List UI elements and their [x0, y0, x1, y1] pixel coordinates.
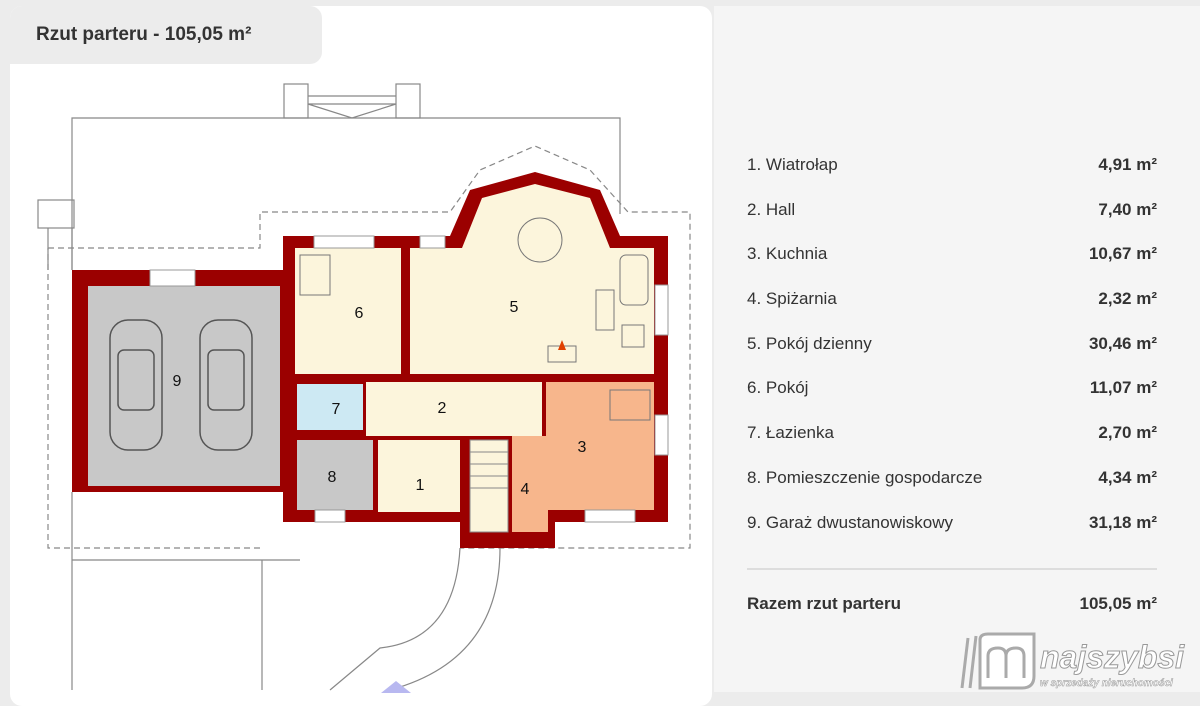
room-area: 4,91 m² — [1098, 155, 1157, 174]
room-area: 2,70 m² — [1098, 423, 1157, 442]
room-name: 3. Kuchnia — [747, 244, 828, 263]
room-8 — [297, 440, 373, 510]
room-area: 30,46 m² — [1088, 334, 1157, 353]
room-row: 8. Pomieszczenie gospodarcze 4,34 m² — [747, 468, 1157, 488]
room-name: 2. Hall — [747, 200, 796, 219]
floor-plan: 1 2 3 4 5 6 7 8 9 — [37, 83, 691, 691]
terrace-outline — [71, 117, 621, 270]
page-title: Rzut parteru - 105,05 m² — [10, 6, 322, 64]
total-area: 105,05 m² — [1079, 594, 1158, 613]
najszybsi-logo: najszybsi w sprzedaży nieruchomości — [960, 632, 1186, 690]
room-area: 7,40 m² — [1098, 200, 1157, 219]
roof-outline — [47, 145, 691, 549]
room-list-panel: 1. Wiatrołap 4,91 m² 2. Hall 7,40 m² 3. Ku… — [714, 6, 1200, 692]
room-row: 9. Garaż dwustanowiskowy 31,18 m² — [747, 513, 1157, 533]
divider — [747, 568, 1157, 570]
room-label-7: 7 — [332, 401, 341, 418]
room-label-5: 5 — [510, 299, 519, 316]
pillar — [395, 83, 421, 119]
total-row: Razem rzut parteru 105,05 m² — [747, 594, 1157, 614]
room-name: 5. Pokój dzienny — [747, 334, 872, 353]
car-icon — [109, 319, 253, 451]
room-6 — [295, 248, 401, 374]
room-name: 9. Garaż dwustanowiskowy — [747, 513, 953, 532]
room-row: 5. Pokój dzienny 30,46 m² — [747, 334, 1157, 354]
room-row: 1. Wiatrołap 4,91 m² — [747, 155, 1157, 175]
pillar — [37, 199, 75, 229]
room-label-2: 2 — [438, 400, 447, 417]
room-5 — [410, 184, 654, 374]
room-row: 7. Łazienka 2,70 m² — [747, 423, 1157, 443]
room-label-6: 6 — [355, 305, 364, 322]
room-row: 4. Spiżarnia 2,32 m² — [747, 289, 1157, 309]
room-label-1: 1 — [416, 477, 425, 494]
svg-text:najszybsi: najszybsi — [1040, 639, 1185, 675]
room-area: 11,07 m² — [1089, 378, 1157, 397]
room-area: 10,67 m² — [1088, 244, 1157, 263]
room-row: 3. Kuchnia 10,67 m² — [747, 244, 1157, 264]
room-row: 2. Hall 7,40 m² — [747, 200, 1157, 220]
room-area: 2,32 m² — [1098, 289, 1157, 308]
room-name: 6. Pokój — [747, 378, 809, 397]
room-area: 31,18 m² — [1088, 513, 1157, 532]
stairs — [469, 439, 509, 533]
room-row: 6. Pokój 11,07 m² — [747, 378, 1157, 398]
svg-text:w sprzedaży nieruchomości: w sprzedaży nieruchomości — [1040, 678, 1173, 689]
total-label: Razem rzut parteru — [747, 594, 901, 613]
room-3 — [546, 382, 654, 510]
room-label-3: 3 — [578, 439, 587, 456]
room-area: 4,34 m² — [1098, 468, 1157, 487]
room-name: 8. Pomieszczenie gospodarcze — [747, 468, 983, 487]
room-label-9: 9 — [173, 373, 182, 390]
room-7 — [297, 384, 363, 430]
room-1 — [378, 440, 460, 512]
room-name: 7. Łazienka — [747, 423, 834, 442]
room-label-8: 8 — [328, 469, 337, 486]
room-name: 1. Wiatrołap — [747, 155, 838, 174]
room-2 — [366, 382, 542, 436]
pillar — [283, 83, 309, 119]
scroll-up-arrow-icon[interactable] — [381, 681, 411, 693]
room-label-4: 4 — [521, 481, 530, 498]
room-name: 4. Spiżarnia — [747, 289, 837, 308]
